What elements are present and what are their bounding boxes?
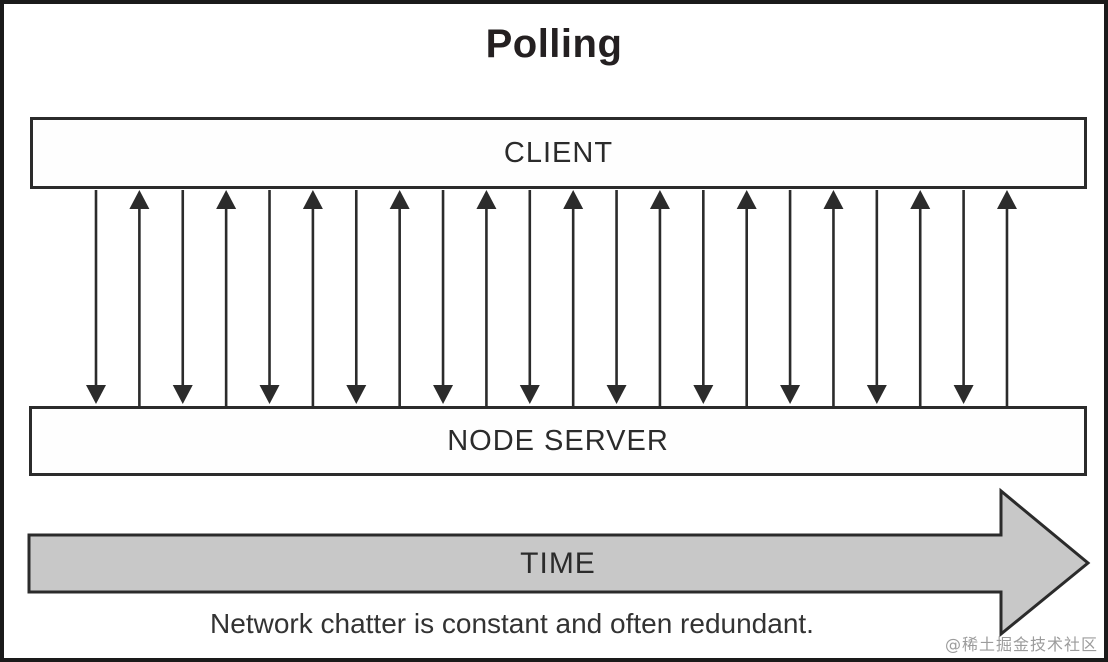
arrowhead-up-icon <box>129 190 150 209</box>
arrowhead-down-icon <box>693 385 714 404</box>
arrowhead-down-icon <box>780 385 801 404</box>
request-response-arrows <box>86 190 1017 406</box>
client-box-label: CLIENT <box>503 136 614 169</box>
time-arrow <box>27 487 1091 638</box>
node-server-box: NODE SERVER <box>29 406 1087 476</box>
arrowhead-up-icon <box>996 190 1017 209</box>
arrowhead-down-icon <box>346 385 367 404</box>
time-arrow-label: TIME <box>520 547 596 580</box>
arrowhead-up-icon <box>910 190 931 209</box>
arrowhead-up-icon <box>302 190 323 209</box>
arrowhead-up-icon <box>476 190 497 209</box>
arrowhead-down-icon <box>519 385 540 404</box>
arrowhead-down-icon <box>172 385 193 404</box>
arrowhead-up-icon <box>823 190 844 209</box>
arrowhead-down-icon <box>433 385 454 404</box>
arrowhead-up-icon <box>389 190 410 209</box>
arrowhead-down-icon <box>259 385 280 404</box>
arrowhead-up-icon <box>649 190 670 209</box>
arrowhead-up-icon <box>563 190 584 209</box>
diagram-caption: Network chatter is constant and often re… <box>210 608 814 639</box>
arrowhead-down-icon <box>86 385 106 404</box>
client-box: CLIENT <box>30 117 1087 189</box>
node-server-box-label: NODE SERVER <box>447 424 669 457</box>
watermark: @稀土掘金技术社区 <box>944 635 1098 654</box>
arrowhead-down-icon <box>606 385 627 404</box>
arrowhead-down-icon <box>953 385 974 404</box>
time-arrow-shape <box>27 487 1091 638</box>
arrowhead-down-icon <box>866 385 887 404</box>
polling-arrows <box>27 190 1091 638</box>
arrowhead-up-icon <box>736 190 757 209</box>
diagram-title: Polling <box>485 22 623 66</box>
arrowhead-up-icon <box>216 190 237 209</box>
